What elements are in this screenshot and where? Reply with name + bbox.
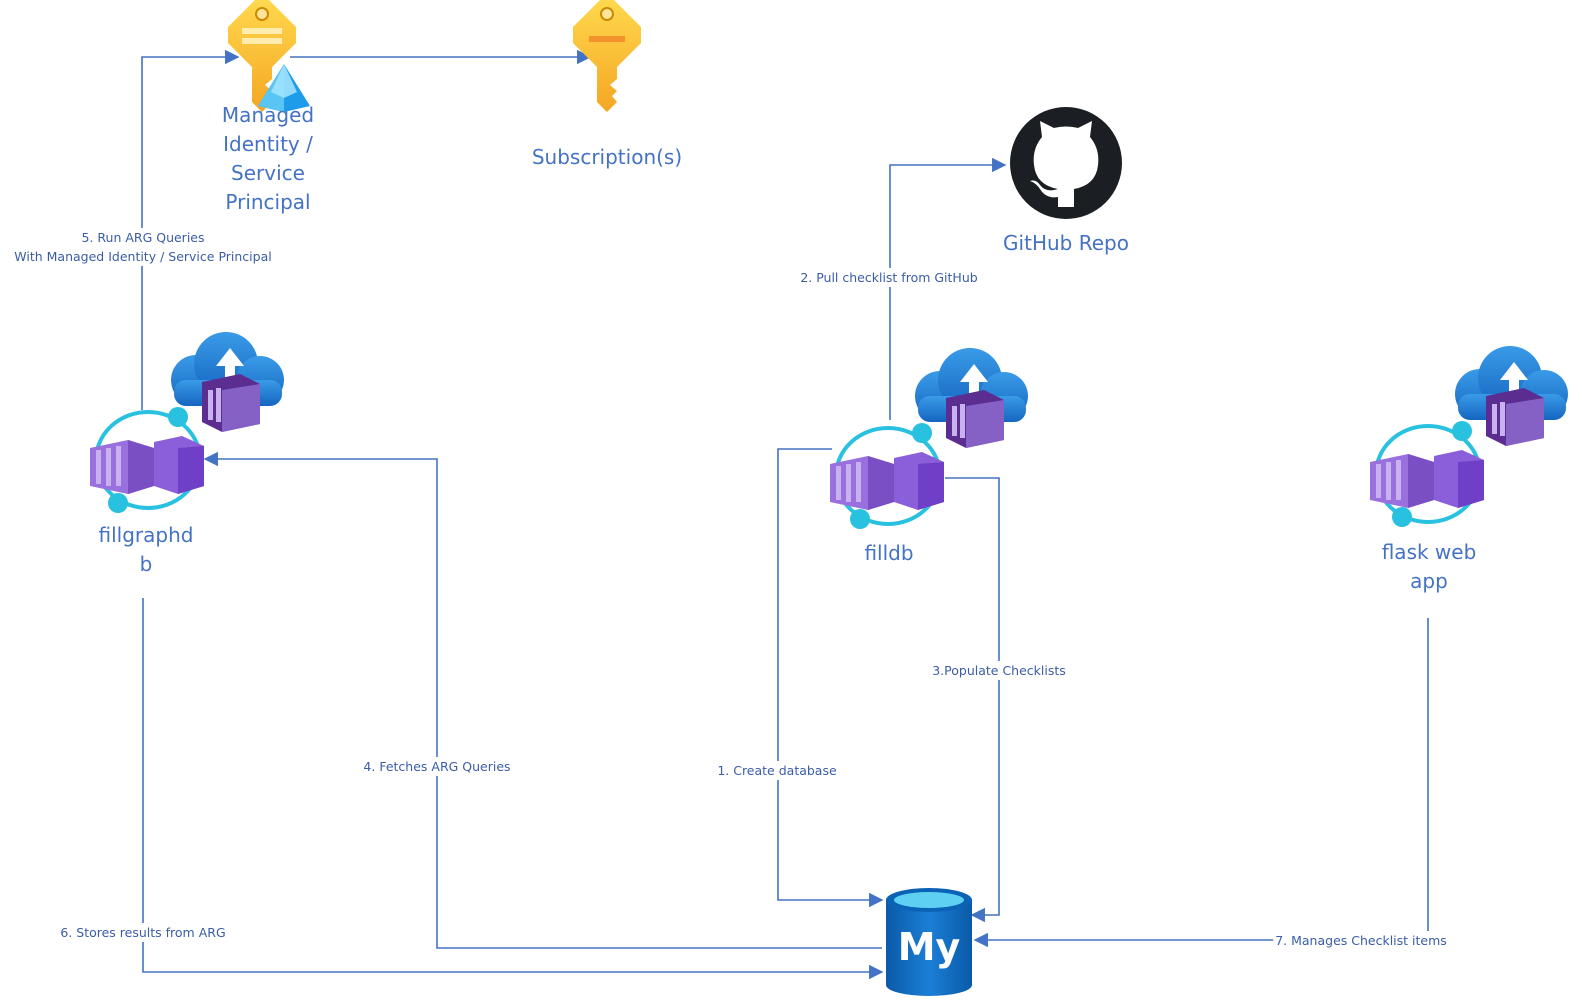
fillgraphdb-label: fillgraphd b	[99, 521, 194, 579]
edge-4-label: 4. Fetches ARG Queries	[361, 757, 513, 776]
edge-5-label: 5. Run ARG Queries With Managed Identity…	[12, 228, 274, 266]
mysql-logo-text: My	[898, 925, 961, 969]
managed-identity-label-line-2: Identity /	[223, 132, 313, 156]
edge-2-label: 2. Pull checklist from GitHub	[798, 268, 980, 287]
managed-identity-label: Managed Identity / Service Principal	[222, 101, 314, 217]
flask-label-line-1: flask web	[1381, 540, 1477, 564]
mysql-database-icon: My	[886, 888, 972, 996]
github-icon	[1010, 107, 1122, 219]
fillgraphdb-label-line-1: fillgraphd	[98, 523, 194, 547]
edge-7-label: 7. Manages Checklist items	[1273, 931, 1449, 950]
fillgraphdb-label-line-2: b	[139, 552, 153, 576]
azure-ad-pyramid-icon	[258, 64, 310, 112]
managed-identity-label-line-1: Managed	[221, 103, 315, 127]
edge-5-label-line-2: With Managed Identity / Service Principa…	[14, 249, 272, 264]
edge-6-label: 6. Stores results from ARG	[58, 923, 228, 942]
edge-6-line	[142, 598, 884, 980]
flask-web-app-label: flask web app	[1382, 538, 1477, 596]
edge-1-line	[777, 448, 884, 908]
edge-4-line	[203, 451, 882, 949]
fillgraphdb-container-app-icon	[90, 332, 284, 513]
flask-container-app-icon	[1370, 346, 1568, 527]
filldb-label: filldb	[864, 541, 914, 565]
edge-3-label: 3.Populate Checklists	[930, 661, 1068, 680]
filldb-container-app-icon	[830, 348, 1028, 529]
managed-identity-key-icon	[228, 0, 296, 112]
edge-1-label: 1. Create database	[715, 761, 839, 780]
edge-2-line	[889, 157, 1007, 420]
subscription-key-icon	[573, 0, 641, 112]
github-repo-label: GitHub Repo	[1003, 231, 1129, 255]
edge-3-line	[945, 477, 1000, 923]
edge-5-line	[141, 49, 240, 410]
flask-label-line-2: app	[1410, 569, 1448, 593]
managed-identity-label-line-4: Principal	[225, 190, 311, 214]
managed-identity-label-line-3: Service	[231, 161, 305, 185]
subscriptions-label: Subscription(s)	[531, 145, 683, 169]
edge-5-label-line-1: 5. Run ARG Queries	[81, 230, 205, 245]
